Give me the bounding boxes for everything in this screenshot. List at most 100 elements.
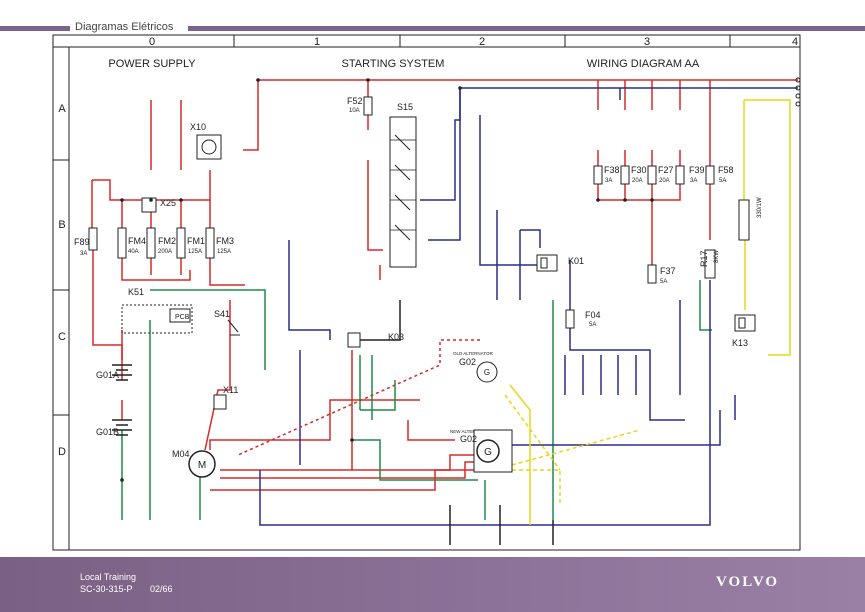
f04-fuse [565,309,575,329]
wire-red-k03-alt [407,420,455,441]
m04-symbol: M [198,460,206,471]
x10-connector-symbol [201,139,217,155]
r17b-resistor [738,199,750,241]
s15-switch-contacts [394,134,411,241]
f52-fuse [363,96,373,116]
column-label-1: 1 [314,36,320,48]
g02-new-label: G02 [460,434,477,444]
k03-relay [347,332,361,348]
g01a-label: G01A [96,370,119,380]
f37-fuse [647,264,657,284]
s41-label: S41 [214,309,230,319]
wire-red-fm-feeds [150,100,182,170]
fm2-label: FM2 [158,236,176,246]
f27-rating: 20A [659,178,670,184]
f58-rating: 5A [719,178,726,184]
row-label-a: A [58,103,66,115]
wire-green-k03-b [360,380,396,411]
f37-label: F37 [660,266,676,276]
fm2-fuse [146,227,156,259]
pcb-box [169,308,191,323]
s15-label: S15 [397,102,413,112]
f38-rating: 3A [605,178,612,184]
m04-motor [188,450,216,478]
wire-blue-switches [564,355,637,395]
wire-red-m04-k03 [209,399,420,450]
f39-rating: 3A [690,178,697,184]
k03-label: K03 [388,332,404,342]
wire-red-fm-outputs [121,258,245,286]
f04-label: F04 [585,310,601,320]
section-starting-system: STARTING SYSTEM [342,58,445,70]
s41-switch [227,319,240,336]
wire-red-m04-g02a [220,454,478,471]
s15-switch-positions [390,139,416,231]
f30-fuse [620,165,630,185]
pcb-label: PCB [175,314,190,321]
k51-label: K51 [128,287,144,297]
wire-blue-bottom [259,280,711,526]
wire-green-k51 [150,289,266,370]
junction-dots [120,78,654,482]
fm1-rating: 125A [188,249,202,255]
wire-blue-k01-coil [520,229,541,248]
g01b-label: G01B [96,427,119,437]
wire-yellow-k13 [744,99,791,356]
new-alternator-label: NEW ALTERNATOR [450,429,492,434]
k13-label: K13 [732,338,748,348]
wire-blue-s15-k01 [428,88,461,241]
r17b-value: 330/1W [757,197,763,218]
wire-yellow-alt [504,394,641,505]
fm2-rating: 200A [158,249,172,255]
volvo-logo: VOLVO [716,574,780,590]
r17-resistor [704,249,716,279]
wire-green-ground-a [121,320,151,520]
wire-red-dashed-old [237,339,480,456]
x11-label: X11 [223,385,238,395]
f52-label: F52 [347,96,363,106]
column-label-2: 2 [479,36,485,48]
f39-label: F39 [689,165,705,175]
f52-rating: 10A [349,108,360,114]
header-bar-left [0,26,70,31]
row-label-d: D [58,446,66,458]
wire-blue-k13-out [679,300,736,420]
f37-rating: 5A [660,279,667,285]
k01-coil [540,257,548,269]
x25-connector [141,197,157,213]
f39-fuse [675,165,685,185]
f27-fuse [647,165,657,185]
wire-black-grounds [449,505,554,545]
m04-label: M04 [172,449,190,459]
k13-coil [738,317,746,329]
wire-blue-relay [479,115,540,266]
fm4-fuse [117,227,127,259]
r17-value: 8KW [714,250,720,263]
footer-bar [0,557,865,612]
wire-blue-top [420,87,798,201]
wire-blue-k01-out [569,260,685,421]
fm3-fuse [205,227,215,259]
wire-red-s15-feed [367,160,383,251]
x25-label: X25 [160,198,176,208]
x10-connector [196,134,222,160]
wire-red-fm-bus [92,170,211,201]
f30-rating: 20A [632,178,643,184]
column-label-3: 3 [644,36,650,48]
section-power-supply: POWER SUPPLY [108,58,196,70]
f38-label: F38 [604,165,620,175]
fm4-rating: 40A [128,249,139,255]
wire-red-x10-feed [243,80,259,151]
g01b-battery [112,419,132,436]
header-bar-right [188,26,865,31]
f27-label: F27 [658,165,674,175]
g01a-battery [112,364,132,381]
f58-fuse [705,165,715,185]
footer-page-number: 02/66 [150,584,173,594]
page-title: Diagramas Elétricos [71,20,178,34]
x11-connector [213,394,227,410]
old-alternator-label: OLD ALTERNATOR [453,351,494,356]
x10-label: X10 [190,122,206,132]
f58-label: F58 [718,165,734,175]
g02-old-symbol: G [484,368,490,377]
